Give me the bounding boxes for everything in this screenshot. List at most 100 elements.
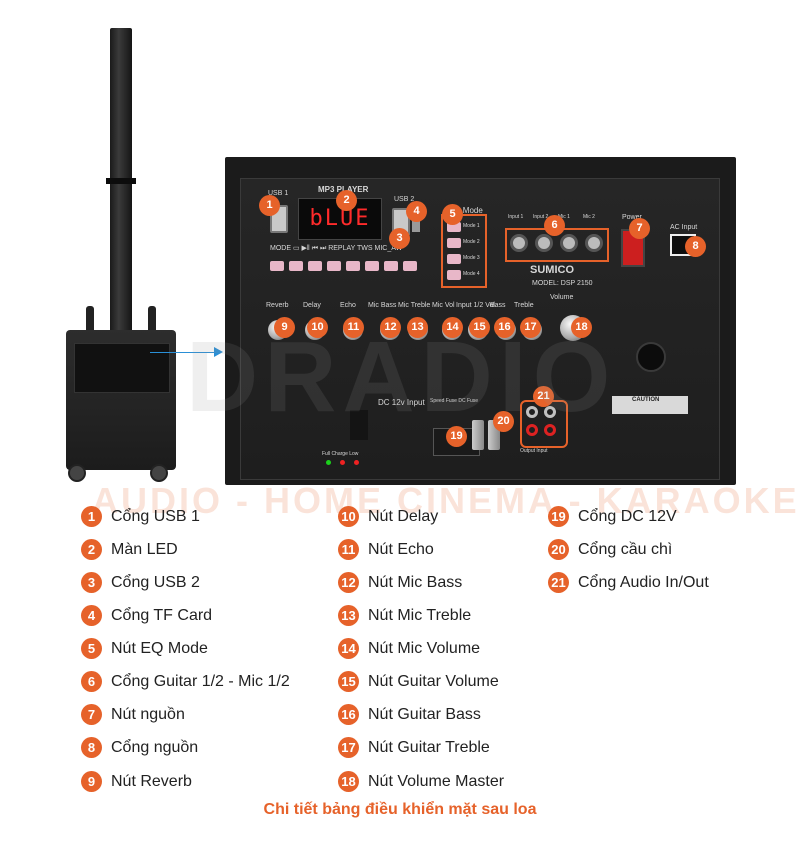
badge-1: 1 <box>259 195 280 216</box>
legend-num: 6 <box>81 671 102 692</box>
legend-num: 12 <box>338 572 359 593</box>
usb1-label: USB 1 <box>268 190 289 197</box>
callout-line <box>150 352 220 353</box>
legend-text: Nút Guitar Bass <box>368 705 481 723</box>
legend-num: 18 <box>338 771 359 792</box>
jack-label-1: Input 1 <box>508 214 524 220</box>
legend-text: Nút EQ Mode <box>111 639 208 657</box>
badge-8: 8 <box>685 236 706 257</box>
badge-13: 13 <box>407 317 428 338</box>
rca-in-r <box>544 424 556 436</box>
jack-label-2: Input 2 <box>533 214 549 220</box>
eq-mode-4: Mode 4 <box>463 271 480 277</box>
wheel-left <box>68 464 86 482</box>
knob-label-echo: Echo <box>340 302 356 309</box>
knob-label-reverb: Reverb <box>266 302 289 309</box>
knob-label-treble: Treble <box>514 302 534 309</box>
badge-20: 20 <box>493 411 514 432</box>
legend-text: Cổng Guitar 1/2 - Mic 1/2 <box>111 672 290 690</box>
badge-21: 21 <box>533 386 554 407</box>
legend-num: 4 <box>81 605 102 626</box>
legend-num: 16 <box>338 704 359 725</box>
legend-text: Nút Delay <box>368 507 439 525</box>
legend-num: 10 <box>338 506 359 527</box>
legend-text: Nút Reverb <box>111 772 192 790</box>
eq-mode-3: Mode 3 <box>463 255 480 261</box>
badge-11: 11 <box>343 317 364 338</box>
caption: Chi tiết bảng điều khiển mặt sau loa <box>263 801 537 818</box>
legend-num: 15 <box>338 671 359 692</box>
ac-input-label: AC Input <box>670 224 698 231</box>
legend-text: Nút Echo <box>368 540 434 558</box>
legend-item-11: 11 Nút Echo <box>338 539 434 560</box>
badge-7: 7 <box>629 218 650 239</box>
legend-num: 8 <box>81 737 102 758</box>
mic-post-left <box>86 306 94 336</box>
badge-16: 16 <box>494 317 515 338</box>
legend-num: 5 <box>81 638 102 659</box>
legend-text: Nút Mic Bass <box>368 573 463 591</box>
model-label: MODEL: DSP 2150 <box>532 280 593 287</box>
legend-num: 17 <box>338 737 359 758</box>
speaker-column <box>110 28 132 358</box>
legend-text: Nút Guitar Volume <box>368 672 499 690</box>
legend-num: 9 <box>81 771 102 792</box>
cooling-fan <box>636 342 666 372</box>
vent-slot <box>350 410 368 440</box>
mp3-player-label: MP3 PLAYER <box>318 185 369 194</box>
legend-item-6: 6 Cổng Guitar 1/2 - Mic 1/2 <box>81 671 290 692</box>
legend-num: 14 <box>338 638 359 659</box>
knob-label-bass: Bass <box>490 302 506 309</box>
legend-text: Nút nguồn <box>111 705 185 723</box>
legend-text: Nút Mic Treble <box>368 606 472 624</box>
legend-text: Màn LED <box>111 540 178 558</box>
led-charge <box>340 460 345 465</box>
power-label: Power <box>622 214 642 221</box>
eq-button-2 <box>447 238 461 248</box>
mic-post-right <box>148 306 156 336</box>
legend-text: Cổng USB 2 <box>111 573 200 591</box>
legend-item-9: 9 Nút Reverb <box>81 771 192 792</box>
rca-in-l <box>544 406 556 418</box>
callout-arrow-icon <box>214 347 223 357</box>
jack-input-1 <box>510 234 528 252</box>
legend-num: 11 <box>338 539 359 560</box>
legend-num: 7 <box>81 704 102 725</box>
badge-5: 5 <box>442 204 463 225</box>
brand-logo: SUMICO <box>530 264 574 276</box>
legend-item-16: 16 Nút Guitar Bass <box>338 704 481 725</box>
eq-mode-label: EQ Mode <box>449 206 483 215</box>
knob-label-mic-treble: Mic Treble <box>398 302 431 309</box>
wheel-right <box>150 464 168 482</box>
usb2-label: USB 2 <box>394 196 415 203</box>
knob-label-mic-bass: Mic Bass <box>368 302 397 309</box>
jack-input-2 <box>535 234 553 252</box>
legend-item-15: 15 Nút Guitar Volume <box>338 671 499 692</box>
watermark-logo: DRADIO <box>186 321 617 433</box>
badge-9: 9 <box>274 317 295 338</box>
badge-15: 15 <box>469 317 490 338</box>
eq-mode-highlight <box>441 214 487 288</box>
jack-mic-1 <box>560 234 578 252</box>
badge-12: 12 <box>380 317 401 338</box>
legend-text: Cổng USB 1 <box>111 507 200 525</box>
led-full <box>326 460 331 465</box>
badge-2: 2 <box>336 190 357 211</box>
legend-num: 1 <box>81 506 102 527</box>
player-buttons <box>270 258 422 276</box>
legend-item-8: 8 Cổng nguồn <box>81 737 198 758</box>
player-buttons-label: MODE ▭ ▶‖ ⏮ ⏭ REPLAY TWS MIC_AW <box>270 245 403 252</box>
legend-text: Cổng nguồn <box>111 738 199 756</box>
watermark-tagline: AUDIO - HOME CINEMA - KARAOKE <box>92 480 800 521</box>
legend-item-7: 7 Nút nguồn <box>81 704 185 725</box>
legend-item-5: 5 Nút EQ Mode <box>81 638 208 659</box>
led-low <box>354 460 359 465</box>
jack-label-4: Mic 2 <box>583 214 595 220</box>
knob-label-delay: Delay <box>303 302 321 309</box>
